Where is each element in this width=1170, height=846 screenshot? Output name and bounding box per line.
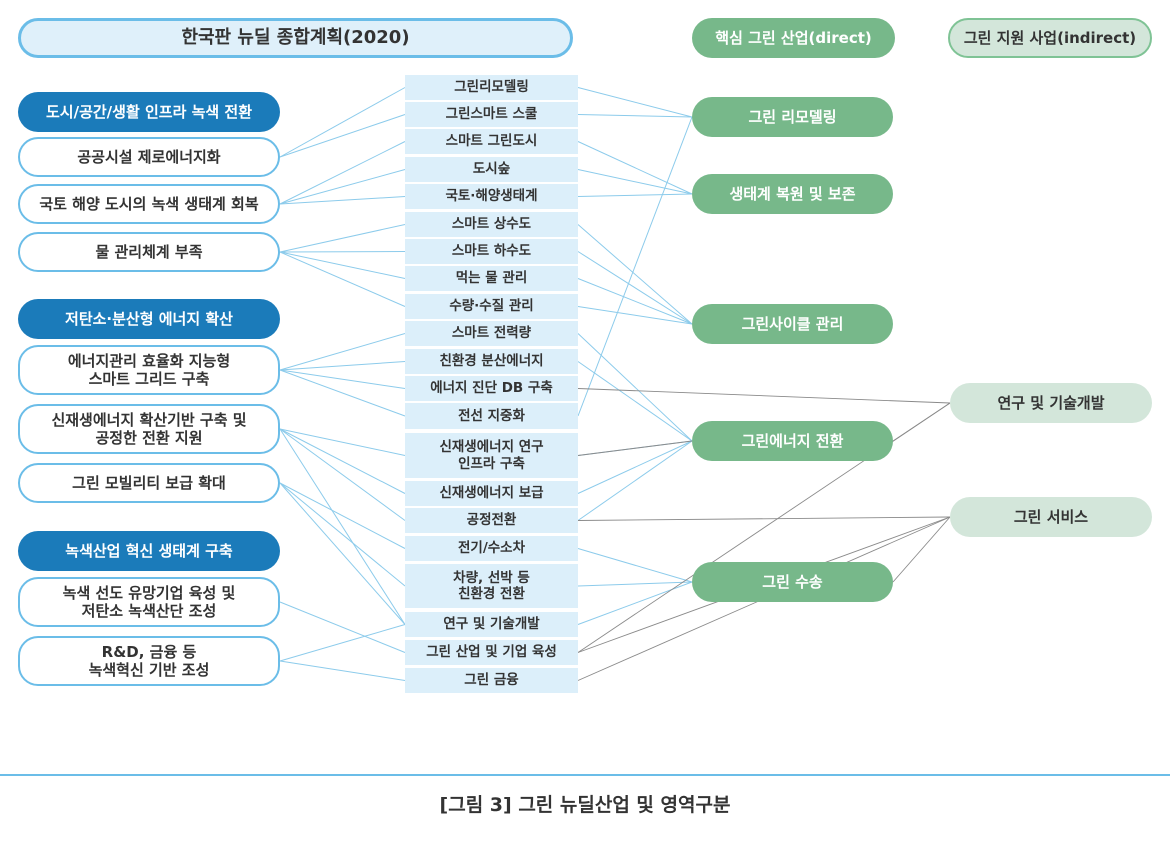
- sub-industry-cell: 스마트 전력량: [405, 321, 578, 346]
- edge-M11-I0: [577, 388, 951, 404]
- support-green-service: 그린 서비스: [950, 497, 1152, 537]
- edge-M2-C1: [577, 141, 693, 195]
- sub-industry-cell: 수량·수질 관리: [405, 294, 578, 319]
- edge-M13-C3: [577, 440, 693, 456]
- sub-industry-cell: 도시숲: [405, 157, 578, 182]
- edge-L3-M11: [279, 369, 406, 389]
- edge-L5-M16: [279, 482, 406, 549]
- core-industry-green-energy: 그린에너지 전환: [692, 421, 893, 461]
- edge-L0-M0: [279, 87, 406, 158]
- edge-M14-C3: [577, 440, 693, 494]
- sub-industry-cell: 그린 산업 및 기업 육성: [405, 640, 578, 665]
- category-header-industry: 녹색산업 혁신 생태계 구축: [18, 531, 280, 571]
- policy-item: 국토 해양 도시의 녹색 생태계 회복: [18, 184, 280, 224]
- sub-industry-cell: 연구 및 기술개발: [405, 612, 578, 637]
- sub-industry-cell: 먹는 물 관리: [405, 266, 578, 291]
- sub-industry-cell: 에너지 진단 DB 구축: [405, 376, 578, 401]
- policy-item: R&D, 금융 등 녹색혁신 기반 조성: [18, 636, 280, 686]
- edge-L4-M18: [279, 428, 406, 625]
- edge-L7-M18: [279, 624, 406, 662]
- edge-M3-C1: [577, 169, 693, 195]
- caption-divider: [0, 774, 1170, 776]
- edge-L5-M17: [279, 482, 406, 587]
- policy-item: 녹색 선도 유망기업 육성 및 저탄소 녹색산단 조성: [18, 577, 280, 627]
- edge-C4-I1: [892, 516, 951, 583]
- policy-item: 공공시설 제로에너지화: [18, 137, 280, 177]
- sub-industry-cell: 스마트 하수도: [405, 239, 578, 264]
- edge-L1-M3: [279, 169, 406, 205]
- edge-L3-M10: [279, 361, 406, 371]
- figure-caption: [그림 3] 그린 뉴딜산업 및 영역구분: [439, 794, 731, 816]
- policy-item: 에너지관리 효율화 지능형 스마트 그리드 구축: [18, 345, 280, 395]
- edge-M4-C1: [577, 193, 693, 197]
- diagram-title: 한국판 뉴딜 종합계획(2020): [18, 18, 573, 58]
- sub-industry-cell: 친환경 분산에너지: [405, 349, 578, 374]
- edge-L0-M1: [279, 114, 406, 158]
- edge-L3-M12: [279, 369, 406, 417]
- edge-M17-C4: [577, 581, 693, 587]
- support-rnd: 연구 및 기술개발: [950, 383, 1152, 423]
- edge-L6-M19: [279, 601, 406, 653]
- edge-M9-C3: [577, 333, 693, 442]
- edge-L4-M13: [279, 428, 406, 456]
- core-industry-green-transport: 그린 수송: [692, 562, 893, 602]
- sub-industry-cell: 공정전환: [405, 508, 578, 533]
- sub-industry-cell: 스마트 그린도시: [405, 129, 578, 154]
- edge-L4-M15: [279, 428, 406, 521]
- sub-industry-cell: 그린리모델링: [405, 75, 578, 100]
- sub-industry-cell: 스마트 상수도: [405, 212, 578, 237]
- sub-industry-cell: 전기/수소차: [405, 536, 578, 561]
- category-header-urban: 도시/공간/생활 인프라 녹색 전환: [18, 92, 280, 132]
- edge-L2-M8: [279, 251, 406, 307]
- core-industry-green-cycle: 그린사이클 관리: [692, 304, 893, 344]
- edge-L2-M7: [279, 251, 406, 279]
- direct-industry-header: 핵심 그린 산업(direct): [692, 18, 895, 58]
- edge-L5-M18: [279, 482, 406, 625]
- core-industry-green-remodeling: 그린 리모델링: [692, 97, 893, 137]
- edge-M8-C2: [577, 306, 693, 325]
- category-header-energy: 저탄소·분산형 에너지 확산: [18, 299, 280, 339]
- edge-M12-C0: [577, 116, 693, 417]
- edge-C3-I0: [892, 402, 951, 442]
- sub-industry-cell: 국토·해양생태계: [405, 184, 578, 209]
- policy-item: 그린 모빌리티 보급 확대: [18, 463, 280, 503]
- sub-industry-cell: 신재생에너지 보급: [405, 481, 578, 506]
- edge-L1-M4: [279, 196, 406, 205]
- indirect-support-header: 그린 지원 사업(indirect): [948, 18, 1152, 58]
- edge-L1-M2: [279, 141, 406, 205]
- sub-industry-cell: 신재생에너지 연구 인프라 구축: [405, 433, 578, 478]
- edge-M15-C3: [577, 440, 693, 521]
- policy-item: 물 관리체계 부족: [18, 232, 280, 272]
- edge-M15-I1: [577, 516, 951, 521]
- edge-L3-M9: [279, 333, 406, 371]
- edge-M7-C2: [577, 278, 693, 325]
- sub-industry-cell: 전선 지중화: [405, 403, 578, 429]
- policy-item: 신재생에너지 확산기반 구축 및 공정한 전환 지원: [18, 404, 280, 454]
- edge-L2-M5: [279, 224, 406, 253]
- edge-M16-C4: [577, 548, 693, 583]
- edge-L4-M14: [279, 428, 406, 494]
- core-industry-ecosystem: 생태계 복원 및 보존: [692, 174, 893, 214]
- edge-M5-C2: [577, 224, 693, 325]
- sub-industry-cell: 그린 금융: [405, 668, 578, 693]
- edge-M0-C0: [577, 87, 693, 118]
- sub-industry-cell: 그린스마트 스쿨: [405, 102, 578, 127]
- edge-M18-C4: [577, 581, 693, 625]
- edge-M6-C2: [577, 251, 693, 325]
- edge-M10-C3: [577, 361, 693, 442]
- sub-industry-cell: 차량, 선박 등 친환경 전환: [405, 564, 578, 608]
- edge-L7-M20: [279, 660, 406, 681]
- edge-L2-M6: [279, 251, 406, 253]
- edge-M1-C0: [577, 114, 693, 118]
